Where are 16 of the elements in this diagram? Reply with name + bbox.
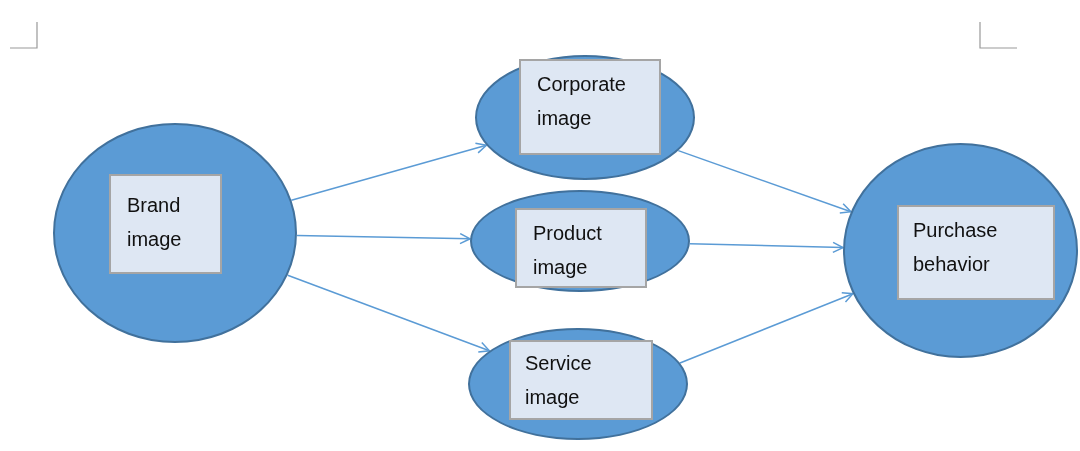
text-box	[519, 59, 661, 155]
arrow	[679, 292, 854, 364]
node-label: Product image	[533, 221, 603, 280]
arrow	[689, 241, 844, 254]
arrow	[290, 142, 488, 201]
text-box	[515, 208, 647, 288]
node-label: Brand image	[127, 193, 183, 252]
text-box	[509, 340, 653, 420]
node-label: Corporate image	[537, 72, 627, 131]
arrow	[286, 274, 491, 353]
text-box	[897, 205, 1055, 300]
node-label: Service image	[525, 351, 593, 410]
arrow	[677, 149, 852, 214]
node-label: Purchase behavior	[913, 218, 999, 277]
text-box	[109, 174, 222, 274]
arrow	[296, 232, 471, 245]
